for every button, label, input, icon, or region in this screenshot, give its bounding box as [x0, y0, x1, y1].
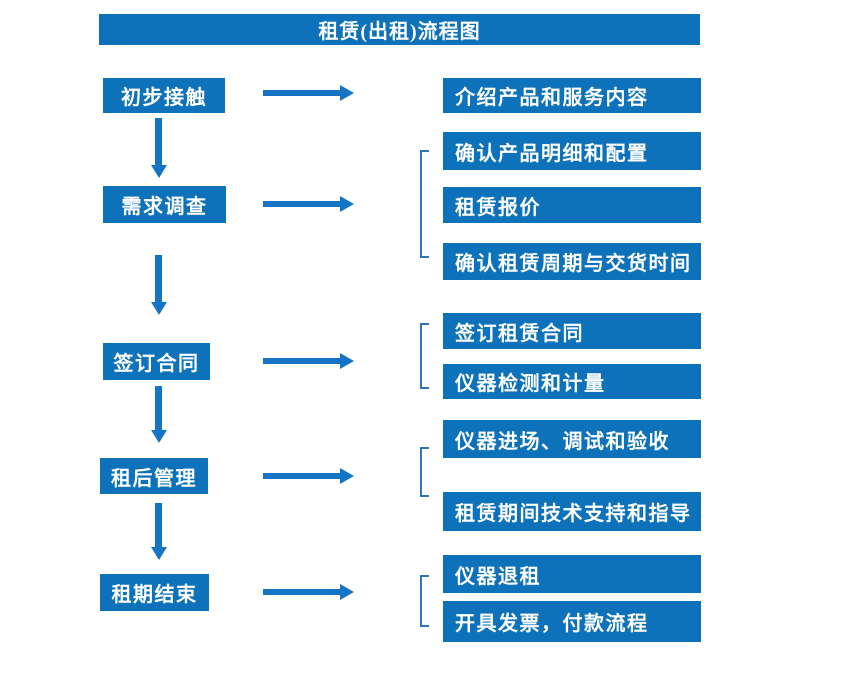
arrow-shaft — [155, 386, 162, 430]
output-box-confirm-period-delivery: 确认租赁周期与交货时间 — [443, 243, 701, 280]
arrow-shaft — [155, 118, 162, 165]
arrow-shaft — [263, 90, 340, 96]
arrow-head — [150, 302, 167, 315]
step-box-initial-contact: 初步接触 — [103, 78, 225, 113]
step-box-post-rental-management: 租后管理 — [100, 458, 208, 494]
arrow-head — [340, 196, 354, 212]
arrow-head — [340, 584, 354, 600]
arrow-shaft — [263, 201, 340, 207]
page-title: 租赁(出租)流程图 — [99, 14, 700, 45]
arrow-head — [340, 85, 354, 101]
arrow-down-icon — [150, 503, 167, 560]
arrow-head — [340, 353, 354, 369]
group-bracket-rental-end — [420, 575, 429, 627]
output-box-confirm-product-details: 确认产品明细和配置 — [443, 132, 701, 170]
arrow-shaft — [155, 255, 162, 302]
arrow-right-icon — [263, 85, 354, 101]
arrow-down-icon — [150, 118, 167, 178]
arrow-right-icon — [263, 353, 354, 369]
output-box-introduce-services: 介绍产品和服务内容 — [443, 78, 701, 113]
step-box-rental-end: 租期结束 — [100, 574, 209, 611]
arrow-right-icon — [263, 468, 354, 484]
output-box-sign-rental-contract: 签订租赁合同 — [443, 313, 701, 349]
arrow-head — [150, 165, 167, 178]
output-box-instrument-setup-acceptance: 仪器进场、调试和验收 — [443, 420, 701, 458]
output-box-tech-support: 租赁期间技术支持和指导 — [443, 492, 701, 531]
output-box-instrument-return: 仪器退租 — [443, 555, 701, 593]
arrow-down-icon — [150, 386, 167, 443]
output-box-rental-quote: 租赁报价 — [443, 187, 701, 223]
arrow-shaft — [263, 589, 340, 595]
step-box-demand-survey: 需求调查 — [103, 186, 226, 223]
arrow-shaft — [155, 503, 162, 547]
group-bracket-post-rental — [420, 447, 429, 497]
step-box-sign-contract: 签订合同 — [103, 343, 210, 380]
arrow-down-icon — [150, 255, 167, 315]
group-bracket-sign-contract — [420, 323, 429, 389]
output-box-invoice-payment: 开具发票，付款流程 — [443, 601, 701, 642]
arrow-head — [150, 430, 167, 443]
output-box-instrument-testing: 仪器检测和计量 — [443, 364, 701, 399]
arrow-shaft — [263, 358, 340, 364]
arrow-right-icon — [263, 584, 354, 600]
arrow-head — [340, 468, 354, 484]
arrow-right-icon — [263, 196, 354, 212]
arrow-shaft — [263, 473, 340, 479]
group-bracket-demand-survey — [420, 150, 429, 258]
arrow-head — [150, 547, 167, 560]
